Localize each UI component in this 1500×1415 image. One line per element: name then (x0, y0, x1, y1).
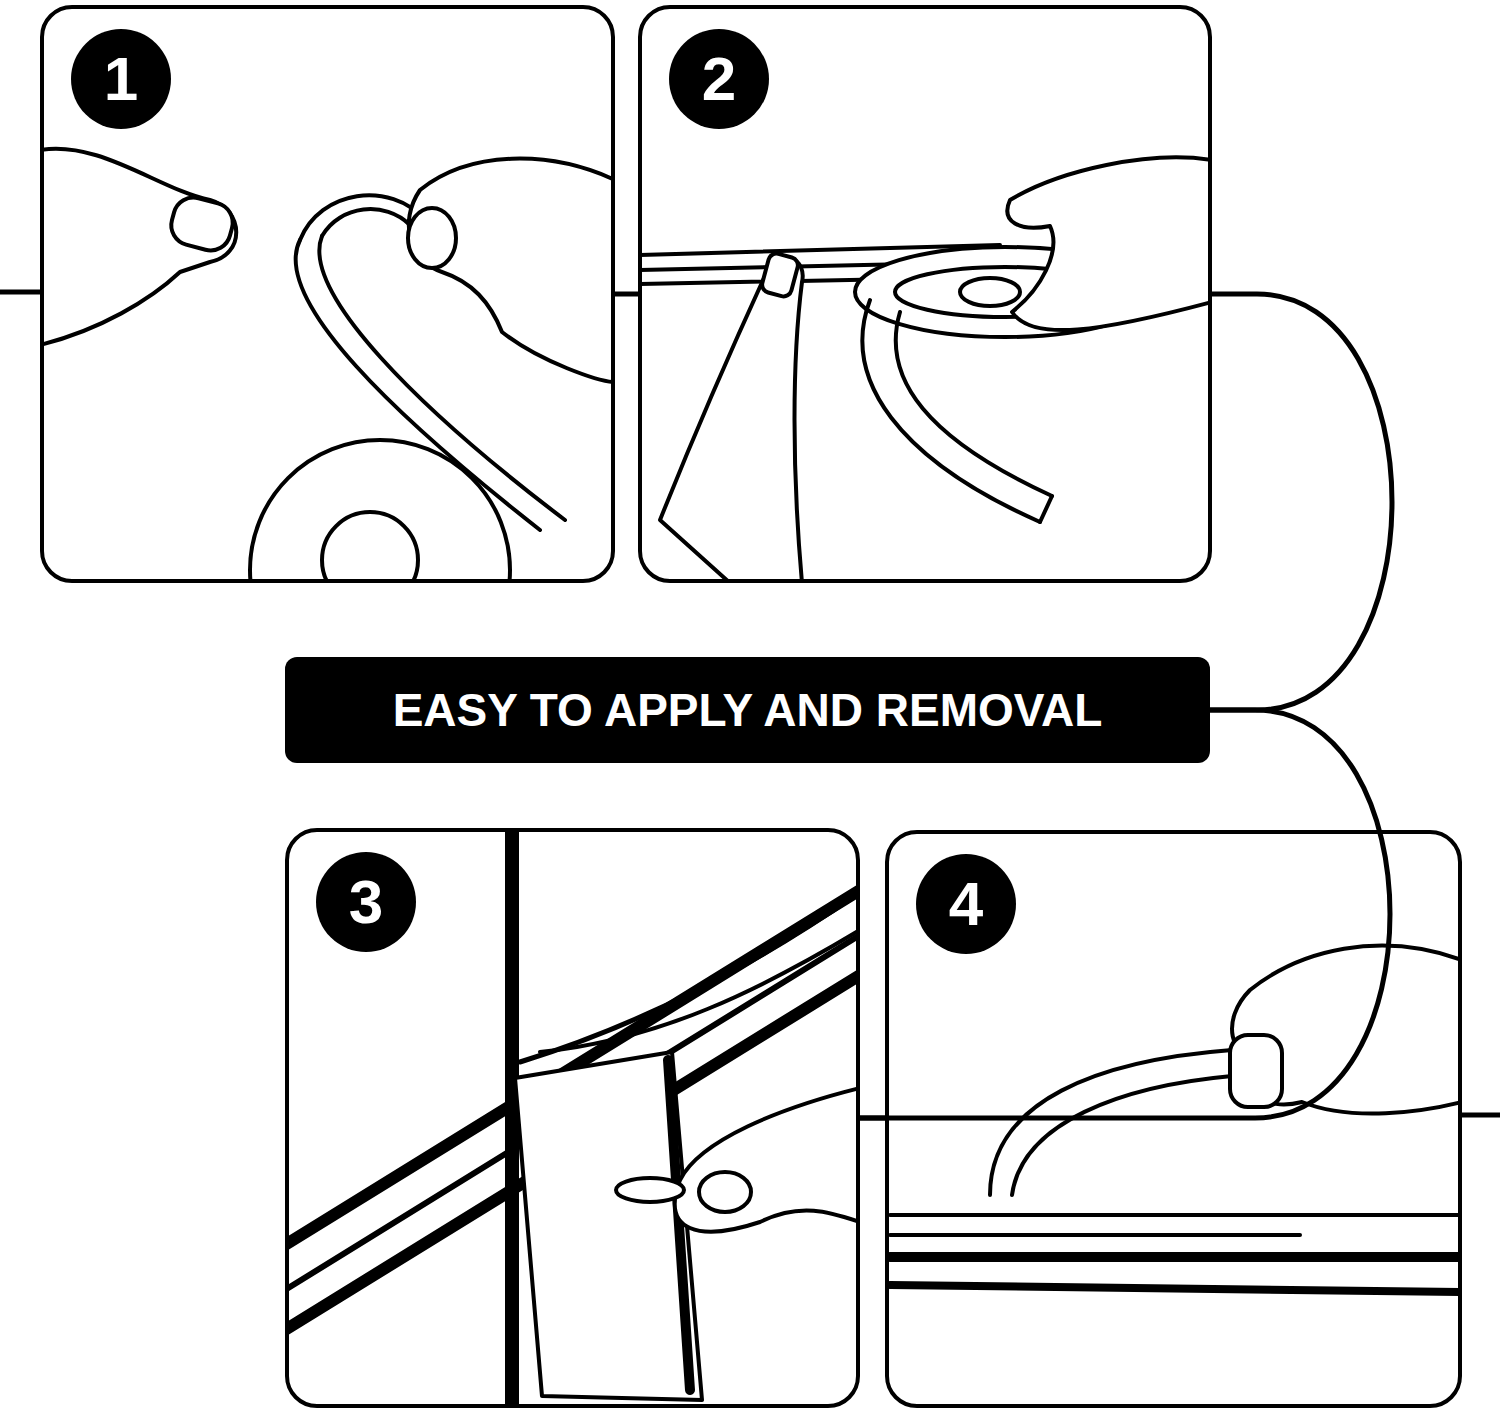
step-number: 2 (702, 48, 736, 110)
step-number-circle: 2 (669, 29, 769, 129)
step-panel: 4 (885, 830, 1462, 1408)
line-stub (0, 290, 40, 295)
connector-line (860, 1118, 885, 1119)
line-stub (1462, 1113, 1500, 1118)
step-number: 3 (349, 871, 383, 933)
step-number: 4 (949, 873, 983, 935)
squeegee-picture (287, 830, 858, 1406)
step-number-circle: 1 (71, 29, 171, 129)
title-banner: EASY TO APPLY AND REMOVAL (285, 657, 1210, 763)
step-panel: 3 (285, 828, 860, 1408)
step-panel: 1 (40, 5, 615, 583)
step-number-circle: 3 (316, 852, 416, 952)
step-panel: 2 (638, 5, 1212, 583)
tape-unroll-picture (42, 149, 613, 581)
connector-line (615, 294, 638, 295)
banner-text: EASY TO APPLY AND REMOVAL (393, 685, 1103, 736)
step-number: 1 (104, 48, 138, 110)
connector-line (860, 710, 1390, 1118)
step-number-circle: 4 (916, 854, 1016, 954)
connector-line (1210, 294, 1392, 710)
tape-peel-picture (640, 157, 1210, 581)
